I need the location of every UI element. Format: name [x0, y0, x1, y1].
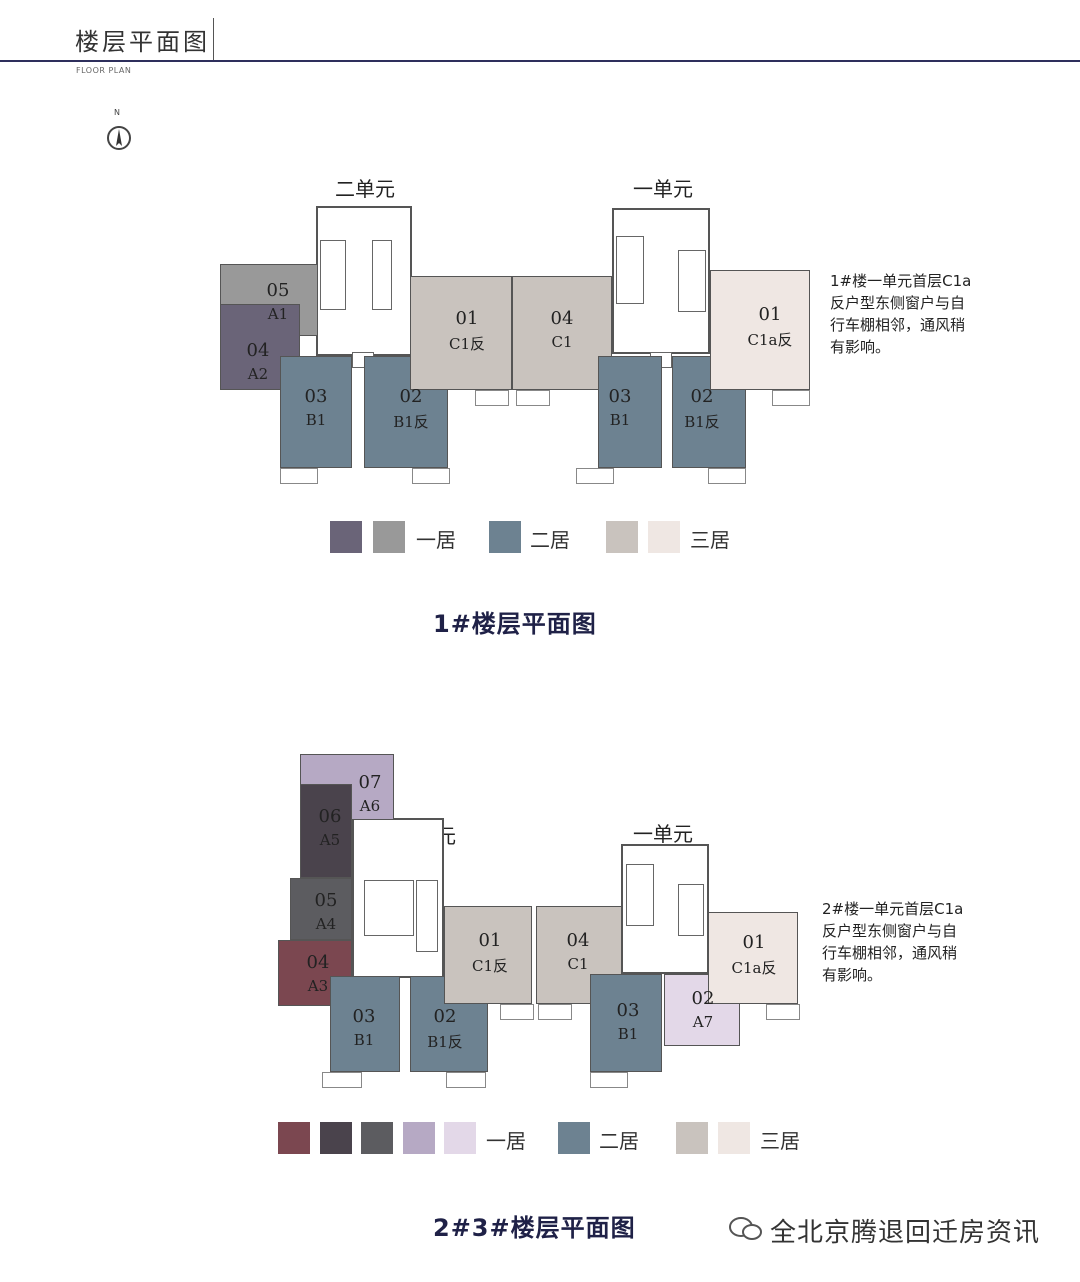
header-rule — [0, 60, 1080, 62]
building23-apt-05-block — [290, 878, 352, 940]
balcony — [280, 468, 318, 484]
page-title: 楼层平面图 — [75, 28, 210, 56]
balcony — [766, 1004, 800, 1020]
legend-swatch — [373, 521, 405, 553]
legend-swatch — [444, 1122, 476, 1154]
building1-note: 1#楼一单元首层C1a 反户型东侧窗户与自 行车棚相邻，通风稍 有影响。 — [830, 272, 972, 356]
building23-apt-01-block — [444, 906, 532, 1004]
building1-unit2-stair — [320, 240, 346, 310]
legend-label-two-bed: 二居 — [599, 1129, 639, 1153]
title-divider — [213, 18, 214, 60]
building23-apt-06-block — [300, 784, 352, 878]
page-subtitle: FLOOR PLAN — [76, 66, 132, 75]
building1-unit2-shaft — [372, 240, 392, 310]
building23-unit2-shaft — [416, 880, 438, 952]
legend-swatch — [718, 1122, 750, 1154]
legend-swatch — [278, 1122, 310, 1154]
legend-swatch — [676, 1122, 708, 1154]
watermark-text: 全北京腾退回迁房资讯 — [770, 1218, 1041, 1248]
balcony — [772, 390, 810, 406]
building23-title: 2#3#楼层平面图 — [433, 1214, 636, 1242]
building23-unit1-label: 一单元 — [633, 822, 693, 846]
legend-label-two-bed: 二居 — [530, 528, 570, 552]
balcony — [708, 468, 746, 484]
legend-swatch — [489, 521, 521, 553]
building23-unit1-shaft — [678, 884, 704, 936]
building23-apt-03-block — [330, 976, 400, 1072]
balcony — [590, 1072, 628, 1088]
balcony — [412, 468, 450, 484]
building1-unit1-shaft — [678, 250, 706, 312]
building1-apt-03-block — [280, 356, 352, 468]
building1-u1-apt-01-block — [710, 270, 810, 390]
building1-apt-01-block — [410, 276, 512, 390]
legend-label-three-bed: 三居 — [760, 1129, 800, 1153]
building23-unit2-rooms — [364, 880, 414, 936]
legend-swatch — [403, 1122, 435, 1154]
balcony — [475, 390, 509, 406]
building1-unit2-label: 二单元 — [335, 177, 395, 201]
legend-swatch — [361, 1122, 393, 1154]
building23-u1-apt-01-block — [708, 912, 798, 1004]
compass-north-label: N — [114, 108, 120, 117]
balcony — [322, 1072, 362, 1088]
legend-swatch — [320, 1122, 352, 1154]
building1-u1-apt-04-block — [512, 276, 612, 390]
legend-label-three-bed: 三居 — [690, 528, 730, 552]
legend-swatch — [558, 1122, 590, 1154]
building23-u1-apt-03-block — [590, 974, 662, 1072]
legend-label-one-bed: 一居 — [416, 528, 456, 552]
legend-label-one-bed: 一居 — [486, 1129, 526, 1153]
balcony — [538, 1004, 572, 1020]
building1-unit1-stair — [616, 236, 644, 304]
building1-title: 1#楼层平面图 — [433, 610, 597, 638]
building23-note: 2#楼一单元首层C1a 反户型东侧窗户与自 行车棚相邻，通风稍 有影响。 — [822, 900, 964, 984]
legend-swatch — [648, 521, 680, 553]
compass-icon — [107, 126, 131, 150]
wechat-icon — [729, 1217, 762, 1240]
legend-swatch — [606, 521, 638, 553]
balcony — [446, 1072, 486, 1088]
balcony — [516, 390, 550, 406]
building23-unit1-stair — [626, 864, 654, 926]
balcony — [500, 1004, 534, 1020]
legend-swatch — [330, 521, 362, 553]
building1-unit1-label: 一单元 — [633, 177, 693, 201]
building1-u1-apt-03-block — [598, 356, 662, 468]
balcony — [576, 468, 614, 484]
